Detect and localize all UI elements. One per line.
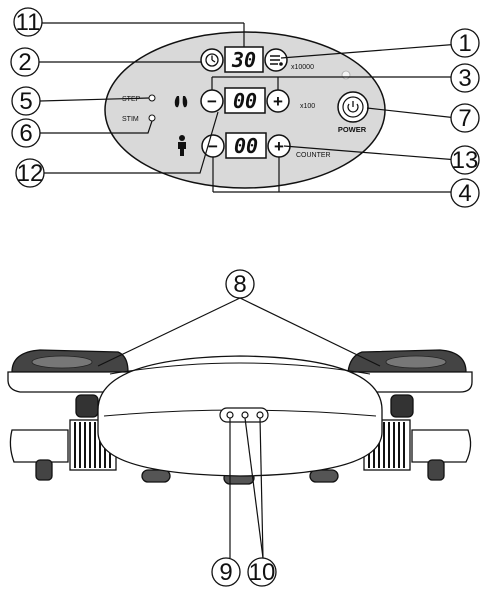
indicator-dot	[341, 70, 351, 80]
callout-8: 8	[225, 269, 255, 299]
timer-row: 30 x10000	[200, 46, 314, 73]
power-group: POWER	[337, 91, 369, 134]
svg-text:6: 6	[19, 120, 32, 147]
stim-label: STIM	[122, 116, 139, 123]
svg-text:11: 11	[16, 9, 41, 36]
callout-3: 3	[450, 63, 480, 93]
callout-12: 12	[15, 158, 45, 188]
callout-4: 4	[450, 178, 480, 208]
device-callouts	[97, 297, 381, 559]
body-row: − 00 + COUNTER	[178, 132, 331, 159]
power-icon	[347, 101, 359, 113]
svg-text:12: 12	[17, 160, 44, 187]
body-plus-symbol: +	[274, 137, 284, 156]
svg-text:7: 7	[458, 105, 471, 132]
svg-text:4: 4	[458, 180, 471, 207]
callout-10: 10	[247, 557, 277, 587]
foot-plus-symbol: +	[273, 92, 283, 111]
counter-label: COUNTER	[296, 152, 331, 159]
svg-text:13: 13	[452, 147, 479, 174]
callout-1: 1	[450, 28, 480, 58]
callout-6: 6	[11, 118, 41, 148]
timer-display-value: 30	[231, 48, 256, 72]
body-display	[225, 132, 267, 159]
callout-5: 5	[11, 86, 41, 116]
body-minus-symbol: −	[208, 137, 218, 156]
person-icon	[178, 135, 186, 156]
step-label: STEP	[122, 96, 141, 103]
stim-led	[148, 114, 156, 122]
power-label: POWER	[338, 125, 367, 134]
right-knob	[390, 394, 414, 418]
right-outer-leg	[427, 459, 445, 481]
callout-9: 9	[211, 557, 241, 587]
right-inner-foot	[309, 469, 339, 483]
right-side-pad	[411, 429, 472, 463]
left-inner-foot	[141, 469, 171, 483]
mode-icon	[270, 55, 283, 66]
step-led	[148, 94, 156, 102]
multiplier-10000-label: x10000	[291, 64, 314, 71]
port-10a[interactable]	[241, 411, 249, 419]
panel-callouts	[38, 22, 462, 193]
callout-11: 11	[13, 7, 43, 37]
callout-labels-bottom: 8 9 10	[211, 269, 277, 587]
feet-icon	[174, 96, 188, 108]
callout-7: 7	[450, 103, 480, 133]
left-side-pad	[9, 429, 69, 463]
port-9[interactable]	[226, 411, 234, 419]
svg-text:2: 2	[18, 49, 31, 76]
callout-labels-top: 11 2 1 3 5 6 7 12	[10, 7, 480, 208]
svg-text:5: 5	[19, 88, 32, 115]
foot-minus-symbol: −	[207, 92, 217, 111]
port-cluster	[219, 407, 269, 423]
svg-text:3: 3	[458, 65, 471, 92]
foot-display	[224, 87, 266, 114]
svg-text:8: 8	[233, 271, 246, 298]
left-knob	[75, 394, 99, 418]
svg-text:9: 9	[219, 559, 232, 586]
body-display-value: 00	[234, 134, 258, 158]
callout-2: 2	[10, 47, 40, 77]
device-front-view	[7, 349, 473, 485]
timer-display	[224, 46, 264, 73]
port-10b[interactable]	[256, 411, 264, 419]
svg-text:10: 10	[249, 559, 276, 586]
multiplier-100-label: x100	[300, 103, 315, 110]
left-outer-leg	[35, 459, 53, 481]
left-wing	[7, 371, 139, 393]
clock-icon	[205, 53, 219, 67]
svg-text:1: 1	[458, 30, 471, 57]
control-panel: 30 x10000 − 00 + x100	[104, 31, 386, 189]
callout-13: 13	[450, 145, 480, 175]
foot-display-value: 00	[233, 89, 257, 113]
